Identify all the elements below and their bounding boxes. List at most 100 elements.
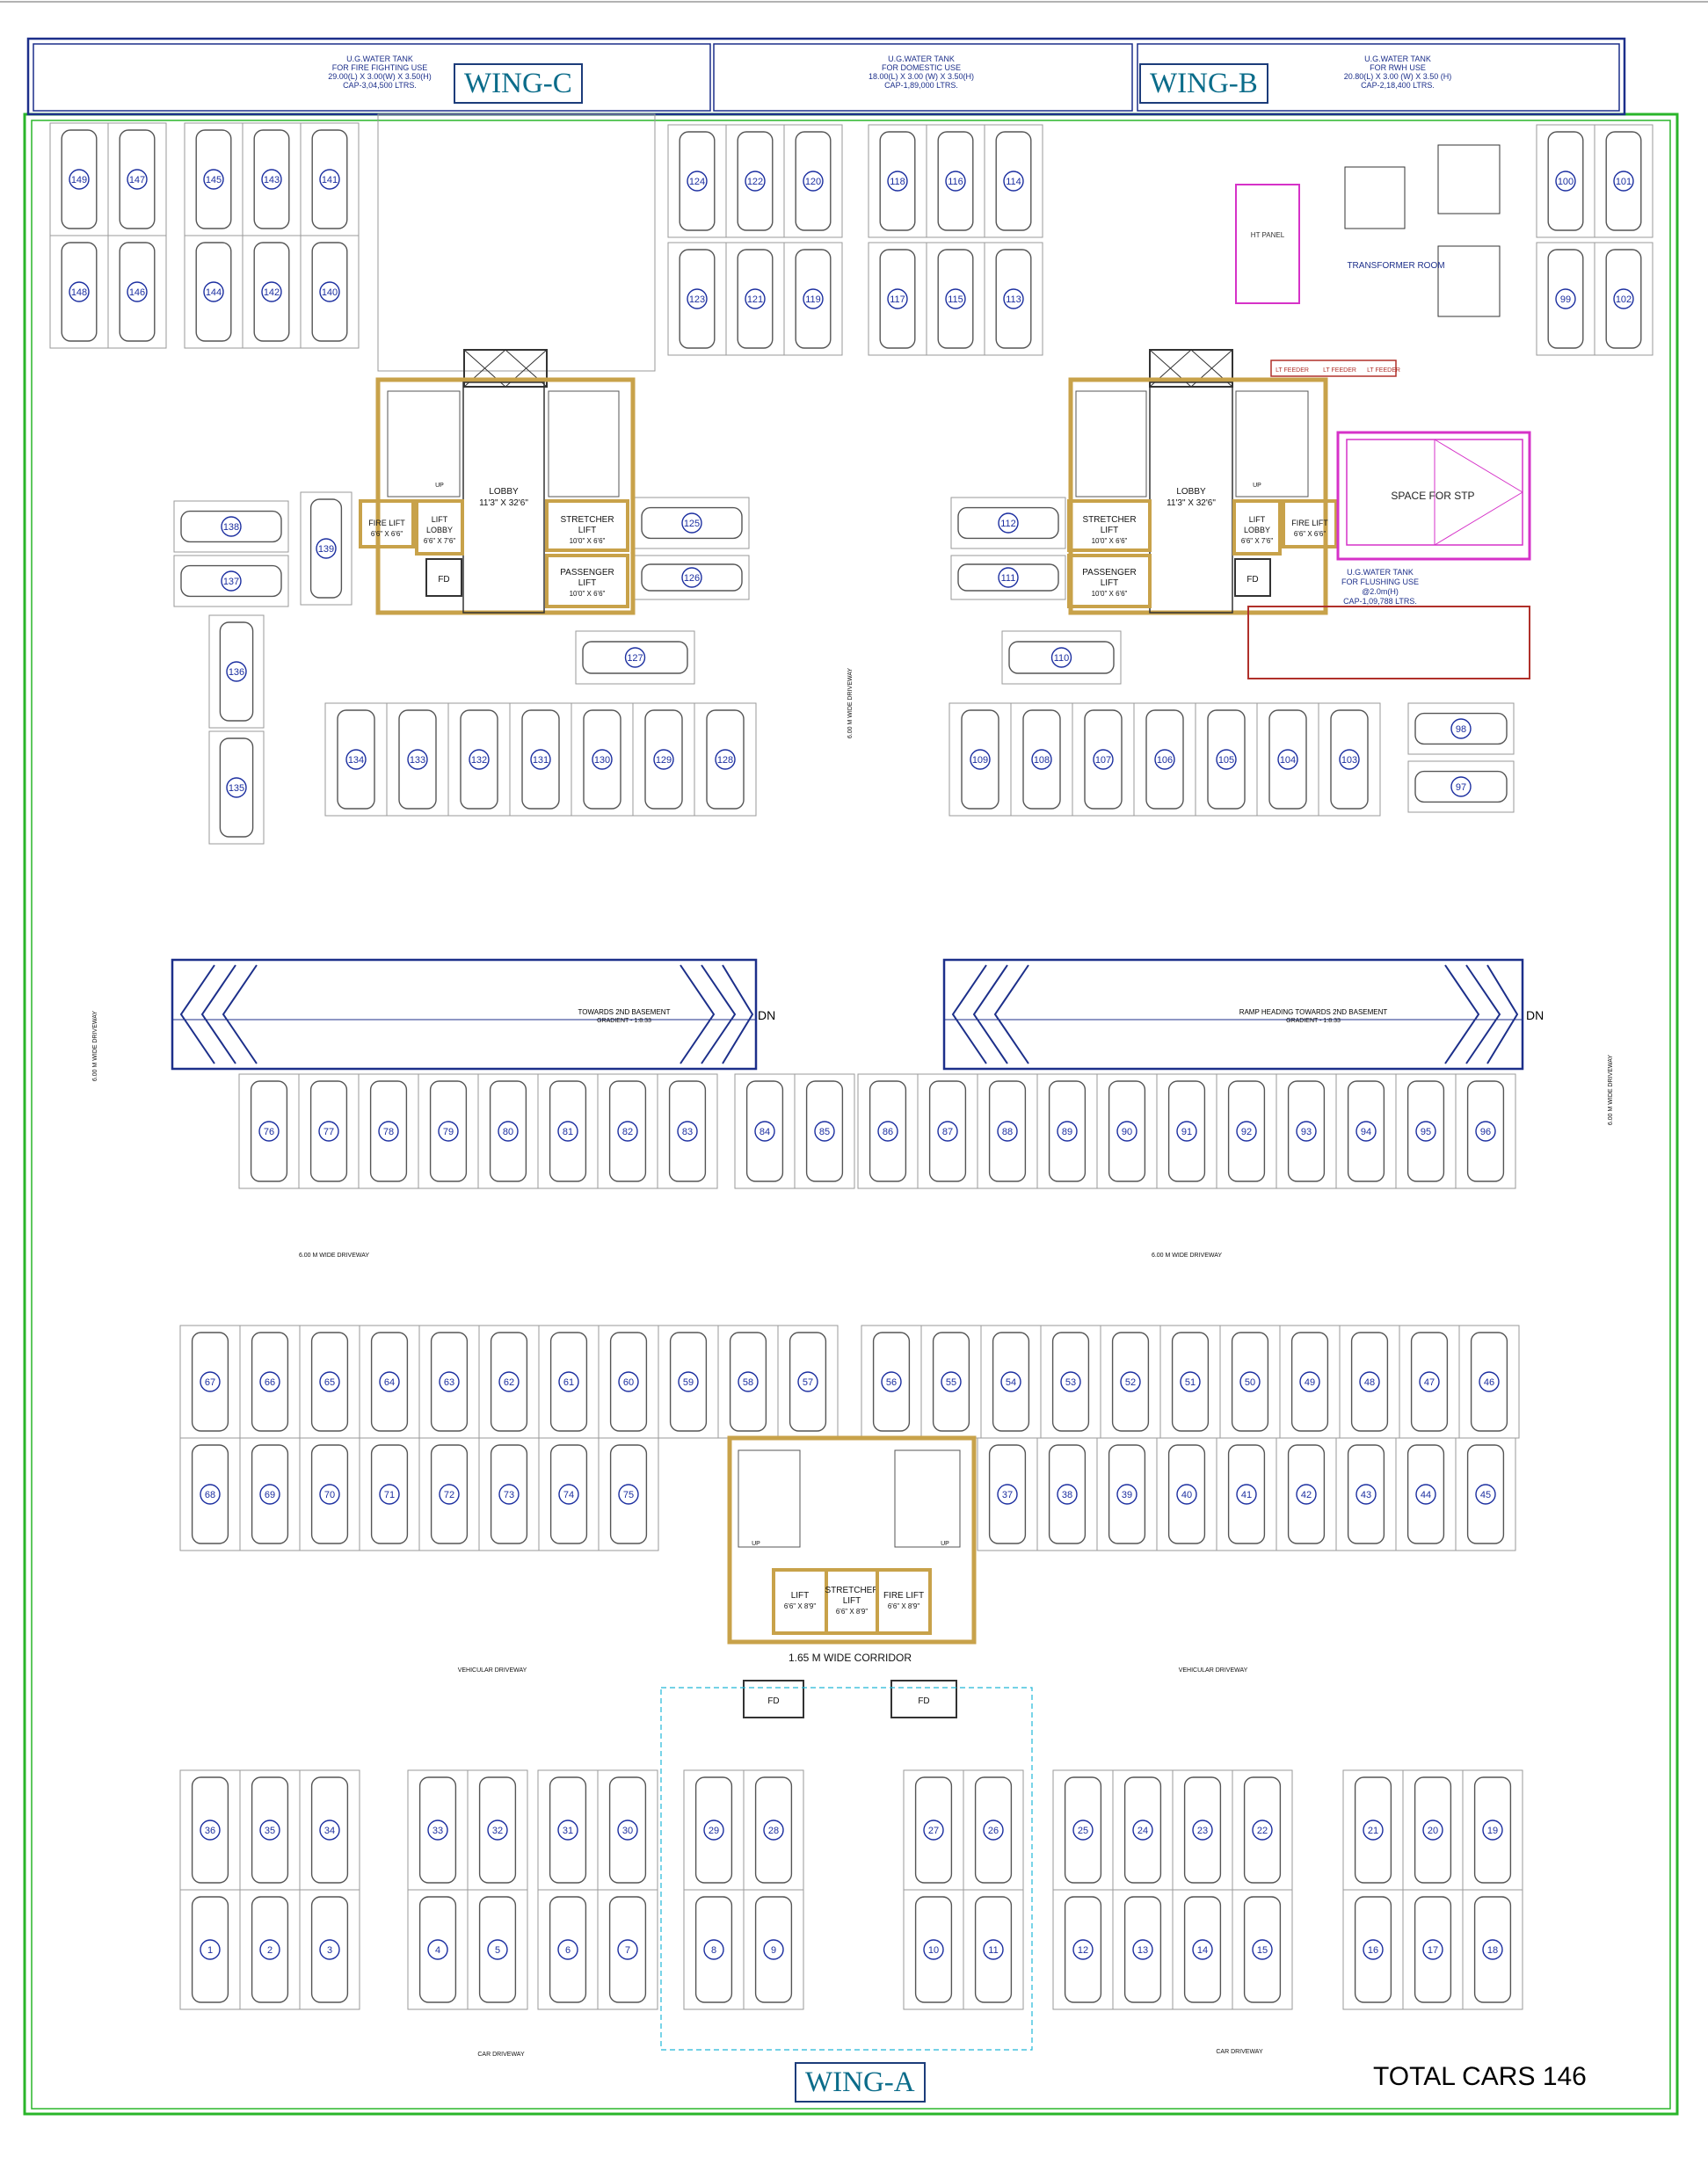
parking-stall: 143 bbox=[242, 122, 302, 236]
stp-label: SPACE FOR STP bbox=[1391, 490, 1474, 502]
passenger-c-size: 10'0" X 6'6" bbox=[570, 590, 606, 598]
stall-number: 123 bbox=[689, 294, 705, 305]
tank-fire-line3: 29.00(L) X 3.00(W) X 3.50(H) bbox=[328, 72, 432, 81]
parking-stall: 122 bbox=[725, 124, 785, 238]
parking-stall: 113 bbox=[984, 242, 1043, 356]
up-b: UP bbox=[1253, 483, 1261, 489]
parking-stall: 39 bbox=[1096, 1437, 1158, 1551]
parking-stall: 84 bbox=[734, 1073, 796, 1189]
parking-stall: 68 bbox=[179, 1437, 241, 1551]
tank-fire-line2: FOR FIRE FIGHTING USE bbox=[332, 63, 428, 72]
parking-stall: 108 bbox=[1010, 702, 1073, 817]
tank-rwh-line2: FOR RWH USE bbox=[1370, 63, 1426, 72]
stall-number: 132 bbox=[471, 755, 487, 766]
parking-stall: 17 bbox=[1402, 1889, 1464, 2010]
stall-number: 31 bbox=[563, 1826, 573, 1836]
parking-stall: 46 bbox=[1458, 1325, 1520, 1439]
stall-number: 8 bbox=[711, 1945, 716, 1956]
driveway-6m-left: 6.00 M WIDE DRIVEWAY bbox=[299, 1253, 369, 1259]
parking-stall: 19 bbox=[1462, 1769, 1523, 1891]
stall-number: 5 bbox=[495, 1945, 500, 1956]
parking-stall: 16 bbox=[1342, 1889, 1404, 2010]
stall-number: 131 bbox=[533, 755, 549, 766]
parking-stall: 92 bbox=[1216, 1073, 1277, 1189]
stall-number: 99 bbox=[1560, 294, 1571, 305]
stall-number: 71 bbox=[384, 1490, 395, 1500]
stall-number: 25 bbox=[1078, 1826, 1088, 1836]
stall-number: 88 bbox=[1002, 1127, 1013, 1137]
parking-stall: 76 bbox=[238, 1073, 300, 1189]
tank-domestic-line4: CAP-1,89,000 LTRS. bbox=[884, 81, 958, 90]
parking-stall: 9 bbox=[743, 1889, 804, 2010]
stall-number: 59 bbox=[683, 1377, 694, 1388]
stall-number: 111 bbox=[1001, 573, 1016, 584]
parking-stall: 54 bbox=[980, 1325, 1042, 1439]
parking-stall: 129 bbox=[632, 702, 695, 817]
tank-rwh-line4: CAP-2,18,400 LTRS. bbox=[1361, 81, 1435, 90]
stall-number: 42 bbox=[1301, 1490, 1312, 1500]
stall-number: 141 bbox=[322, 175, 338, 185]
stall-number: 41 bbox=[1241, 1490, 1252, 1500]
parking-stall: 101 bbox=[1594, 124, 1653, 238]
parking-stall: 131 bbox=[509, 702, 572, 817]
parking-stall: 43 bbox=[1335, 1437, 1397, 1551]
ramps: TOWARDS 2ND BASEMENT GRADIENT - 1:8.33 D… bbox=[171, 958, 1544, 1071]
stall-number: 56 bbox=[886, 1377, 897, 1388]
parking-stall: 27 bbox=[903, 1769, 964, 1891]
stall-number: 6 bbox=[565, 1945, 571, 1956]
parking-stall: 121 bbox=[725, 242, 785, 356]
stall-number: 119 bbox=[805, 294, 821, 305]
stall-number: 100 bbox=[1558, 177, 1574, 187]
parking-stall: 137 bbox=[173, 555, 289, 607]
parking-stall: 146 bbox=[107, 235, 167, 349]
stall-number: 126 bbox=[684, 573, 700, 584]
driveway-6m-east: 6.00 M WIDE DRIVEWAY bbox=[1608, 1055, 1614, 1125]
parking-stall: 105 bbox=[1195, 702, 1258, 817]
parking-stall: 134 bbox=[324, 702, 388, 817]
stall-number: 13 bbox=[1137, 1945, 1148, 1956]
stretcher-a-size: 6'6" X 8'9" bbox=[836, 1608, 868, 1616]
passenger-b-label2: LIFT bbox=[1101, 578, 1119, 588]
parking-stall: 64 bbox=[359, 1325, 420, 1439]
stall-number: 26 bbox=[988, 1826, 999, 1836]
stall-number: 86 bbox=[883, 1127, 893, 1137]
tank-rwh-line3: 20.80(L) X 3.00 (W) X 3.50 (H) bbox=[1344, 72, 1452, 81]
stall-number: 49 bbox=[1305, 1377, 1315, 1388]
parking-stall: 2 bbox=[239, 1889, 301, 2010]
parking-stall: 130 bbox=[571, 702, 634, 817]
stall-number: 116 bbox=[948, 177, 963, 187]
parking-stall: 52 bbox=[1100, 1325, 1161, 1439]
parking-stall: 20 bbox=[1402, 1769, 1464, 1891]
parking-stall: 34 bbox=[299, 1769, 360, 1891]
stall-number: 33 bbox=[432, 1826, 443, 1836]
stall-number: 14 bbox=[1197, 1945, 1208, 1956]
parking-stall: 24 bbox=[1112, 1769, 1174, 1891]
stall-number: 139 bbox=[318, 544, 334, 555]
fire-lift-a-label: FIRE LIFT bbox=[883, 1591, 924, 1601]
stall-number: 64 bbox=[384, 1377, 395, 1388]
stall-number: 84 bbox=[760, 1127, 770, 1137]
parking-stall: 77 bbox=[298, 1073, 360, 1189]
stall-number: 145 bbox=[206, 175, 222, 185]
parking-stall: 1 bbox=[179, 1889, 241, 2010]
stretcher-c-label2: LIFT bbox=[578, 526, 597, 535]
stall-number: 125 bbox=[684, 519, 700, 529]
lift-lobby-b-size: 6'6" X 7'6" bbox=[1241, 537, 1273, 545]
stall-number: 77 bbox=[323, 1127, 334, 1137]
parking-stall: 148 bbox=[49, 235, 109, 349]
stall-number: 58 bbox=[743, 1377, 753, 1388]
stall-number: 138 bbox=[223, 522, 239, 533]
stall-number: 133 bbox=[410, 755, 425, 766]
stall-number: 129 bbox=[656, 755, 672, 766]
stall-number: 54 bbox=[1006, 1377, 1016, 1388]
parking-stall: 102 bbox=[1594, 242, 1653, 356]
parking-stall: 114 bbox=[984, 124, 1043, 238]
stall-number: 62 bbox=[504, 1377, 514, 1388]
stall-number: 46 bbox=[1484, 1377, 1494, 1388]
parking-stall: 103 bbox=[1318, 702, 1381, 817]
stall-number: 89 bbox=[1062, 1127, 1072, 1137]
stall-number: 91 bbox=[1181, 1127, 1192, 1137]
parking-stall: 120 bbox=[783, 124, 843, 238]
driveway-6m-west: 6.00 M WIDE DRIVEWAY bbox=[92, 1011, 98, 1081]
